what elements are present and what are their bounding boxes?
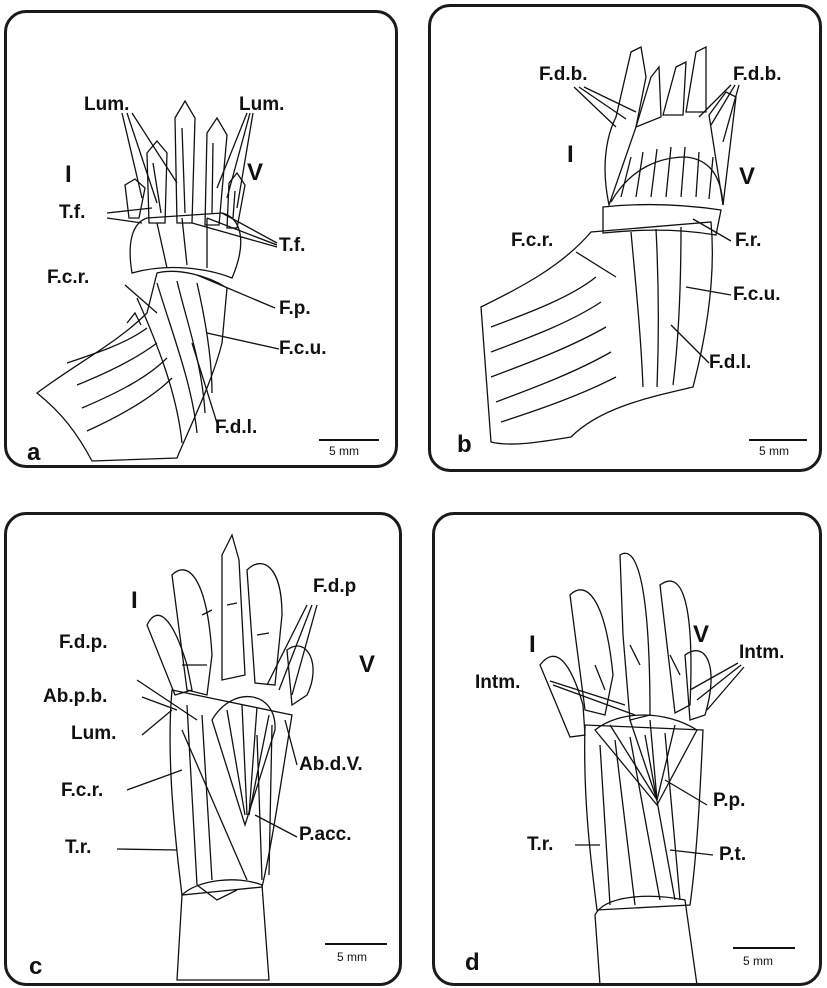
- label-pt: P.t.: [719, 845, 746, 864]
- label-fcr: F.c.r.: [511, 231, 553, 250]
- label-abdv: Ab.d.V.: [299, 755, 363, 774]
- scale-bar: [749, 439, 807, 441]
- panel-c: I F.d.p V F.d.p. Ab.p.b. Lum. Ab.d.V. F.…: [4, 512, 402, 986]
- digit-i-label: I: [65, 163, 72, 187]
- label-fdb-left: F.d.b.: [539, 65, 588, 84]
- scale-bar: [733, 947, 795, 949]
- scale-label: 5 mm: [743, 955, 773, 967]
- label-pacc: P.acc.: [299, 825, 351, 844]
- label-intm-left: Intm.: [475, 673, 520, 692]
- label-fcu: F.c.u.: [733, 285, 781, 304]
- digit-v-label: V: [693, 623, 709, 647]
- scale-label: 5 mm: [759, 445, 789, 457]
- digit-i-label: I: [529, 633, 536, 657]
- label-fcr: F.c.r.: [61, 781, 103, 800]
- label-abpb: Ab.p.b.: [43, 687, 107, 706]
- scale-bar: [319, 439, 379, 441]
- label-tf-left: T.f.: [59, 203, 85, 222]
- panel-letter-d: d: [465, 951, 480, 975]
- label-fdp-right: F.d.p: [313, 577, 356, 596]
- scale-label: 5 mm: [337, 951, 367, 963]
- label-fcu: F.c.u.: [279, 339, 327, 358]
- digit-v-label: V: [739, 165, 755, 189]
- label-fdp-left: F.d.p.: [59, 633, 108, 652]
- digit-i-label: I: [131, 589, 138, 613]
- label-fdl: F.d.l.: [215, 418, 257, 437]
- panel-letter-b: b: [457, 433, 472, 457]
- label-lum-left: Lum.: [84, 95, 129, 114]
- label-tf-right: T.f.: [279, 236, 305, 255]
- label-fdl: F.d.l.: [709, 353, 751, 372]
- label-intm-right: Intm.: [739, 643, 784, 662]
- label-fp: F.p.: [279, 299, 311, 318]
- label-fcr: F.c.r.: [47, 268, 89, 287]
- panel-a: Lum. Lum. I V T.f. T.f. F.c.r. F.p. F.c.…: [4, 10, 398, 468]
- label-pp: P.p.: [713, 791, 745, 810]
- scale-label: 5 mm: [329, 445, 359, 457]
- label-lum-right: Lum.: [239, 95, 284, 114]
- label-fr: F.r.: [735, 231, 761, 250]
- label-fdb-right: F.d.b.: [733, 65, 782, 84]
- label-tr: T.r.: [527, 835, 553, 854]
- forelimb-flexor-drawing-a: [7, 13, 398, 468]
- digit-v-label: V: [359, 653, 375, 677]
- label-lum: Lum.: [71, 724, 116, 743]
- scale-bar: [325, 943, 387, 945]
- panel-b: F.d.b. F.d.b. I V F.c.r. F.r. F.c.u. F.d…: [428, 4, 822, 472]
- digit-v-label: V: [247, 161, 263, 185]
- panel-d: I V Intm. Intm. P.p. T.r. P.t. 5 mm d: [432, 512, 822, 986]
- hand-palmar-deep-drawing-d: [435, 515, 822, 986]
- panel-letter-c: c: [29, 955, 42, 979]
- label-tr: T.r.: [65, 838, 91, 857]
- digit-i-label: I: [567, 143, 574, 167]
- panel-letter-a: a: [27, 441, 40, 465]
